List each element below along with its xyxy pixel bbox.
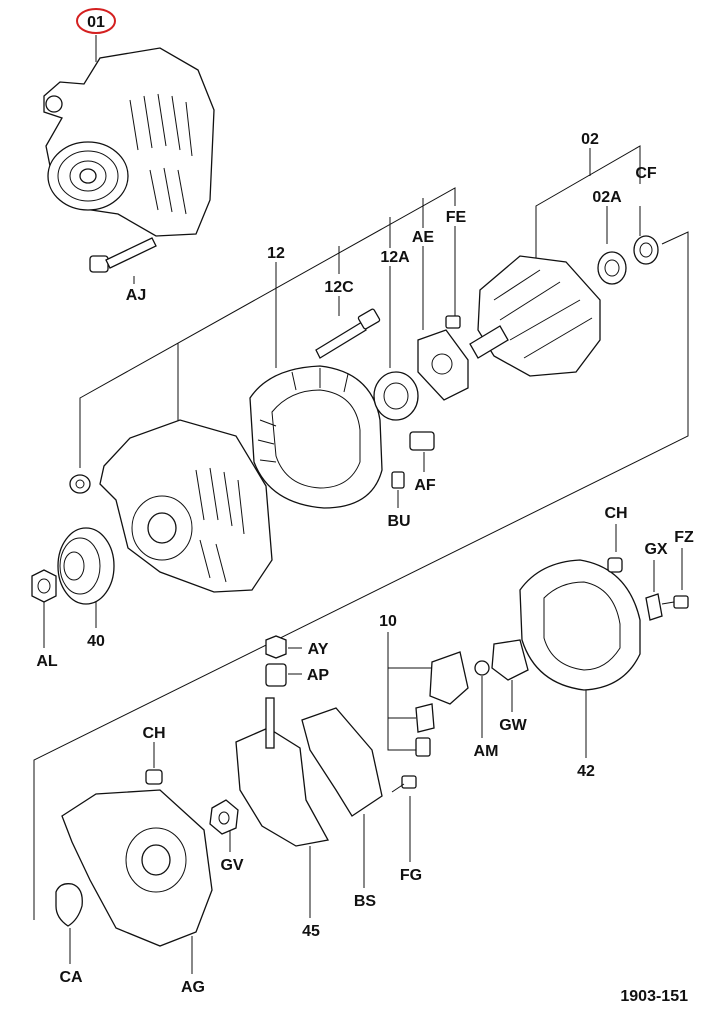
- part-sleeve-ap: [265, 663, 287, 687]
- callout-aj[interactable]: AJ: [126, 287, 146, 304]
- part-bearing-12a: [373, 371, 419, 421]
- part-cap-gw: [491, 639, 529, 681]
- part-housing-rear-ag: [61, 789, 213, 947]
- callout-40[interactable]: 40: [87, 633, 105, 650]
- callout-cf[interactable]: CF: [635, 165, 657, 182]
- callout-am[interactable]: AM: [474, 743, 499, 760]
- callout-12a[interactable]: 12A: [380, 249, 410, 266]
- callout-ap[interactable]: AP: [307, 667, 330, 684]
- callout-02[interactable]: 02: [581, 131, 599, 148]
- callout-ae[interactable]: AE: [412, 229, 435, 246]
- part-bolt-aj: [89, 237, 157, 273]
- callout-02a[interactable]: 02A: [592, 189, 622, 206]
- highlight-ring: [76, 8, 116, 34]
- document-number: 1903-151: [620, 988, 688, 1005]
- callout-al[interactable]: AL: [36, 653, 58, 670]
- part-clip-ca: [55, 883, 83, 927]
- part-alternator-assembly: [43, 47, 215, 237]
- part-nut-am: [474, 660, 490, 676]
- part-screw-fz: [661, 595, 689, 609]
- part-washer-top: [69, 474, 91, 494]
- callout-ch-top[interactable]: CH: [604, 505, 627, 522]
- callout-12c[interactable]: 12C: [324, 279, 354, 296]
- callout-af[interactable]: AF: [414, 477, 436, 494]
- part-pin-12c: [315, 308, 381, 359]
- part-bolt-fg: [391, 775, 417, 793]
- leader-lines: [33, 35, 689, 974]
- callout-01[interactable]: 01: [87, 14, 105, 31]
- part-nut-al: [31, 569, 57, 603]
- part-nut-ch-lower: [145, 769, 163, 785]
- callout-fe[interactable]: FE: [446, 209, 467, 226]
- callout-ag[interactable]: AG: [181, 979, 205, 996]
- part-cover-42: [519, 559, 641, 691]
- callout-gw[interactable]: GW: [499, 717, 527, 734]
- callout-gx[interactable]: GX: [644, 541, 667, 558]
- part-screw-bu: [391, 471, 405, 489]
- part-plate-ae: [417, 329, 469, 401]
- part-rectifier-45: [235, 697, 330, 847]
- part-nut-ay: [265, 635, 287, 659]
- callout-ch-lower[interactable]: CH: [142, 725, 165, 742]
- callout-bu[interactable]: BU: [387, 513, 410, 530]
- part-nut-ch-top: [607, 557, 623, 573]
- callout-bs[interactable]: BS: [354, 893, 377, 910]
- part-rotor-assembly: [469, 235, 659, 377]
- part-regulator-bs: [301, 707, 383, 817]
- callout-ay[interactable]: AY: [308, 641, 329, 658]
- part-clip-gx: [645, 593, 663, 621]
- part-brush-holder-10: [415, 651, 469, 757]
- callout-gv[interactable]: GV: [220, 857, 243, 874]
- callout-fz[interactable]: FZ: [674, 529, 694, 546]
- part-pulley-40: [57, 527, 115, 605]
- callout-10[interactable]: 10: [379, 613, 397, 630]
- callout-fg[interactable]: FG: [400, 867, 422, 884]
- callout-12[interactable]: 12: [267, 245, 285, 262]
- callout-ca[interactable]: CA: [59, 969, 83, 986]
- part-screw-fe: [445, 315, 461, 329]
- part-gasket-gv: [209, 799, 239, 835]
- callout-42[interactable]: 42: [577, 763, 595, 780]
- part-housing-front: [99, 419, 273, 593]
- callout-labels: 01 02 02A CF 12 12C 12A AE FE AJ AF BU A…: [36, 14, 694, 996]
- part-stator: [249, 365, 383, 509]
- part-clip-af: [409, 431, 435, 451]
- callout-45[interactable]: 45: [302, 923, 320, 940]
